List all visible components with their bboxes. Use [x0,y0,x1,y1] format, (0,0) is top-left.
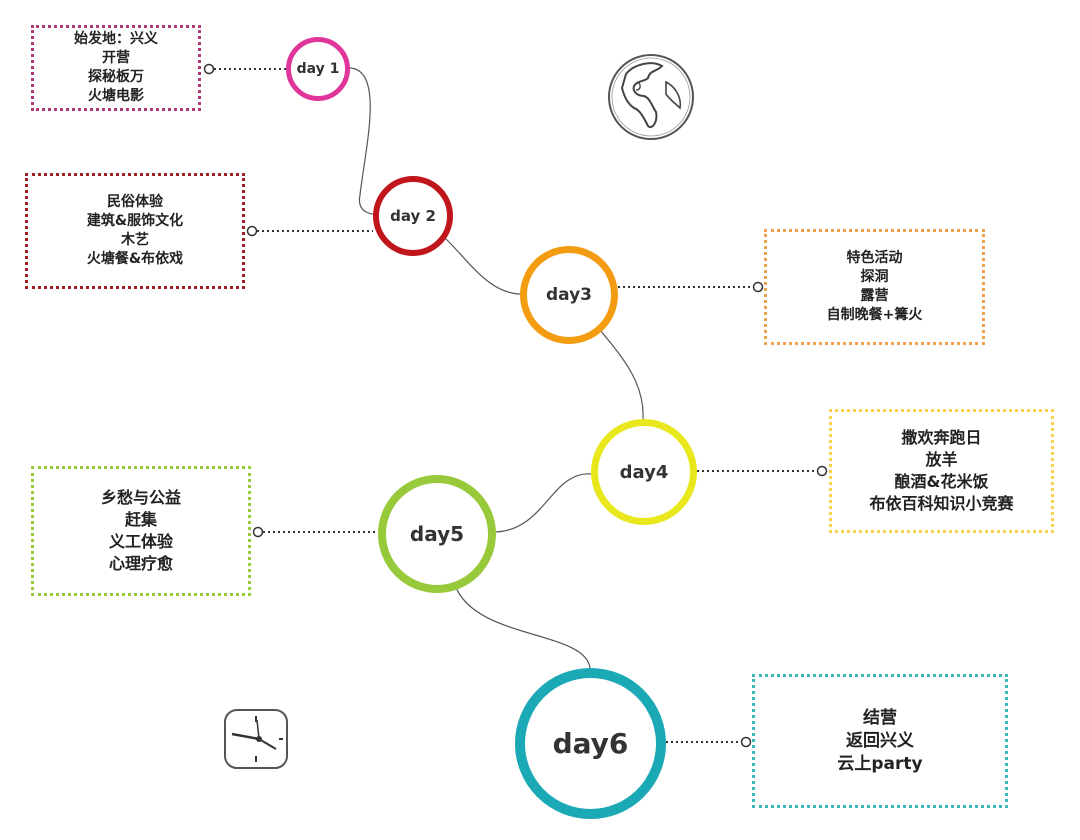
day3-node[interactable]: day3 [520,246,618,344]
day2-node[interactable]: day 2 [373,176,453,256]
connector-dot-day5 [252,526,264,538]
note-item: 火塘电影 [88,88,144,104]
note-item: 结营 [863,707,897,728]
note-item: 始发地：兴义 [74,31,158,47]
day1-node[interactable]: day 1 [286,37,350,101]
note-item: 心理疗愈 [108,554,173,573]
note-item: 放羊 [925,450,958,469]
link-day5-day6 [454,584,591,669]
note-item: 露营 [860,288,889,304]
connector-dot-day3 [752,281,764,293]
note-item: 义工体验 [108,532,173,551]
day5-note: 乡愁与公益 赶集 义工体验 心理疗愈 [31,466,251,596]
note-item: 探洞 [860,269,889,285]
note-item: 酿酒&花米饭 [894,472,989,491]
note-item: 云上party [837,753,923,774]
day1-note: 始发地：兴义 开营 探秘板万 火塘电影 [31,25,201,111]
note-item: 开营 [102,50,130,66]
note-item: 乡愁与公益 [100,488,181,507]
note-item: 赶集 [124,510,157,529]
note-item: 木艺 [121,232,149,248]
link-day2-day3 [444,237,526,295]
day4-node[interactable]: day4 [591,419,697,525]
note-item: 民俗体验 [107,194,163,210]
note-item: 火塘餐&布依戏 [86,251,184,267]
connector-dot-day4 [816,465,828,477]
note-item: 自制晚餐+篝火 [826,307,923,323]
globe-icon [608,54,694,140]
note-item: 探秘板万 [88,69,144,85]
note-item: 布依百科知识小竞赛 [869,494,1014,513]
note-item: 特色活动 [846,250,903,266]
link-day1-day2 [349,67,386,216]
clock-icon [224,709,288,769]
day4-note: 撒欢奔跑日 放羊 酿酒&花米饭 布依百科知识小竞赛 [829,409,1054,533]
day6-node[interactable]: day6 [515,668,666,819]
day2-note: 民俗体验 建筑&服饰文化 木艺 火塘餐&布依戏 [25,173,245,289]
link-day4-day5 [495,473,593,533]
connector-dot-day1 [203,63,215,75]
day6-note: 结营 返回兴义 云上party [752,674,1008,808]
link-day3-day4 [599,329,644,421]
day5-node[interactable]: day5 [378,475,496,593]
connector-dot-day6 [740,736,752,748]
note-item: 建筑&服饰文化 [86,213,184,229]
day3-note: 特色活动 探洞 露营 自制晚餐+篝火 [764,229,985,345]
connector-dot-day2 [246,225,258,237]
note-item: 撒欢奔跑日 [901,428,982,447]
note-item: 返回兴义 [846,730,914,751]
